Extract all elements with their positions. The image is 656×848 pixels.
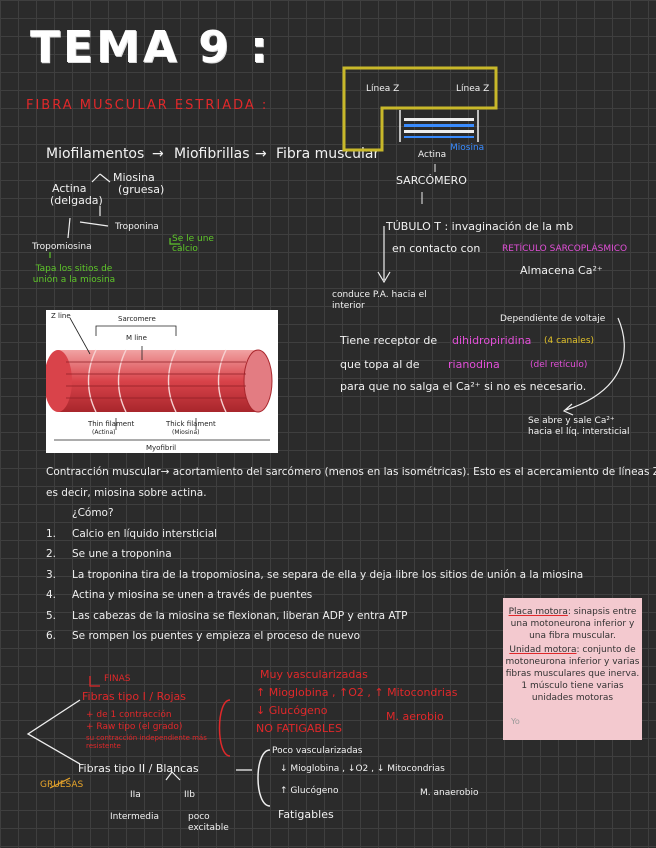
sarcomero-actina: Actina [418,150,447,160]
finas-label: FINAS [104,674,131,684]
step-item: 3.La troponina tira de la tropomiosina, … [46,568,584,581]
flow-arrow-2: → [255,146,267,162]
myofibril-label: Myofibril [146,444,176,452]
step-item: 6.Se rompen los puentes y empieza el pro… [46,630,361,642]
page-title: TEMA 9 : [30,22,271,73]
poco-excitable-label: poco excitable [188,812,229,833]
placa-motora-text: : sinapsis entre una motoneurona inferio… [510,607,637,641]
sticky-note: Placa motora: sinapsis entre una motoneu… [503,598,642,740]
poco-vascularizadas: Poco vascularizadas [272,746,363,756]
tubulo-line1: TÚBULO T : invaginación de la mb [386,220,574,233]
tubulo-line2-prefix: en contacto con [392,242,481,255]
step-item: 5.Las cabezas de la miosina se flexionan… [46,609,408,622]
unidad-motora-text: : conjunto de motoneurona inferior y var… [505,645,640,703]
tipo1-note2: + Raw tipo (el grado) [86,722,183,732]
receptor-canales: (4 canales) [544,336,595,346]
linea-z-left: Línea Z [366,84,400,94]
unidad-motora-label: Unidad motora [509,645,577,655]
troponina-note: Se le une calcio [172,234,214,254]
sarcomero-label: SARCÓMERO [396,174,467,187]
sarcomere-diagram [342,66,498,204]
receptor-rianodina: rianodina [448,358,500,371]
muy-vascularizadas: Muy vascularizadas [260,668,368,681]
tipo1-note1: + de 1 contracción [86,710,172,720]
tipo2a-label: IIa [130,790,141,800]
myofibril-diagram: Z line Sarcomere M line Thin filament (A… [44,310,278,453]
placa-motora-label: Placa motora [508,607,568,617]
contraccion-line1: Contracción muscular→ acortamiento del s… [46,466,656,478]
fibras-tipo1: Fibras tipo I / Rojas [82,690,186,703]
tipo1-note3: su contracción independiente más resiste… [86,734,207,750]
dependiente-voltaje: Dependiente de voltaje [500,314,606,324]
flow-miofibrillas: Miofibrillas [174,146,250,162]
step-item: 4.Actina y miosina se unen a través de p… [46,589,313,601]
mioglobina-tipo2: ↓ Mioglobina , ↓O2 , ↓ Mitocondrias [280,764,445,774]
anaerobio-label: M. anaerobio [420,788,479,798]
tropomiosina-note: Tapa los sitios de unión a la miosina [32,264,116,285]
se-abre-calcio: Se abre y sale Ca²⁺ hacia el líq. inters… [528,416,630,437]
receptor-l2a: que topa al de [340,358,420,371]
flow-miofilamentos: Miofilamentos [46,146,145,162]
tubulo-arrows [377,226,625,416]
contraccion-section: Contracción muscular→ acortamiento del s… [46,462,656,647]
zline-label: Z line [51,312,71,320]
fibras-tipo2: Fibras tipo II / Blancas [78,762,199,775]
troponina-label: Troponina [115,222,159,232]
receptor-l1a: Tiene receptor de [340,334,438,347]
receptor-dihidropiridina: dihidropiridina [452,334,532,347]
sarcomero-miosina: Miosina [450,143,485,153]
step-item: 2.Se une a troponina [46,548,172,560]
fibras-lines [26,676,271,807]
section-subtitle: FIBRA MUSCULAR ESTRIADA : [26,98,269,113]
no-fatigables: NO FATIGABLES [256,722,342,735]
contraccion-question: ¿Cómo? [72,507,114,519]
receptor-l3: para que no salga el Ca²⁺ si no es neces… [340,380,587,393]
thin-filament-sub: (Actina) [92,429,115,436]
branch-lines [49,173,180,258]
miosina-desc: (gruesa) [118,183,165,196]
almacena-calcio: Almacena Ca²⁺ [520,264,603,277]
mioglobina-tipo1: ↑ Mioglobina , ↑O2 , ↑ Mitocondrias [256,686,458,699]
thick-filament-sub: (Miosina) [172,429,199,436]
step-item: 1.Calcio en líquido intersticial [46,527,218,540]
sarcomere-label: Sarcomere [118,315,156,323]
thick-filament-label: Thick filament [165,420,216,428]
flow-arrow-1: → [152,146,164,162]
aerobio-label: M. aerobio [386,710,444,723]
receptor-del-reticulo: (del retículo) [530,360,588,370]
glucogeno-tipo2: ↑ Glucógeno [280,786,339,796]
actina-label: Actina [52,182,87,195]
gruesas-label: GRUESAS [40,780,84,790]
fatigables-label: Fatigables [278,808,334,821]
tropomiosina-label: Tropomiosina [32,242,92,252]
tipo2b-label: IIb [184,790,196,800]
actina-desc: (delgada) [50,194,103,207]
sticky-note-signature: Yo [511,717,520,726]
myofibril-svg: Z line Sarcomere M line Thin filament (A… [44,312,273,452]
linea-z-right: Línea Z [456,84,490,94]
mline-label: M line [126,334,147,342]
contraccion-line2: es decir, miosina sobre actina. [46,486,207,499]
thin-filament-label: Thin filament [87,420,135,428]
miosina-label: Miosina [113,171,155,184]
reticulo-sarcoplasmico: RETÍCULO SARCOPLÁSMICO [502,244,628,254]
intermedia-label: Intermedia [110,812,159,822]
glucogeno-tipo1: ↓ Glucógeno [256,704,328,717]
conduce-pa: conduce P.A. hacia el interior [332,290,427,311]
